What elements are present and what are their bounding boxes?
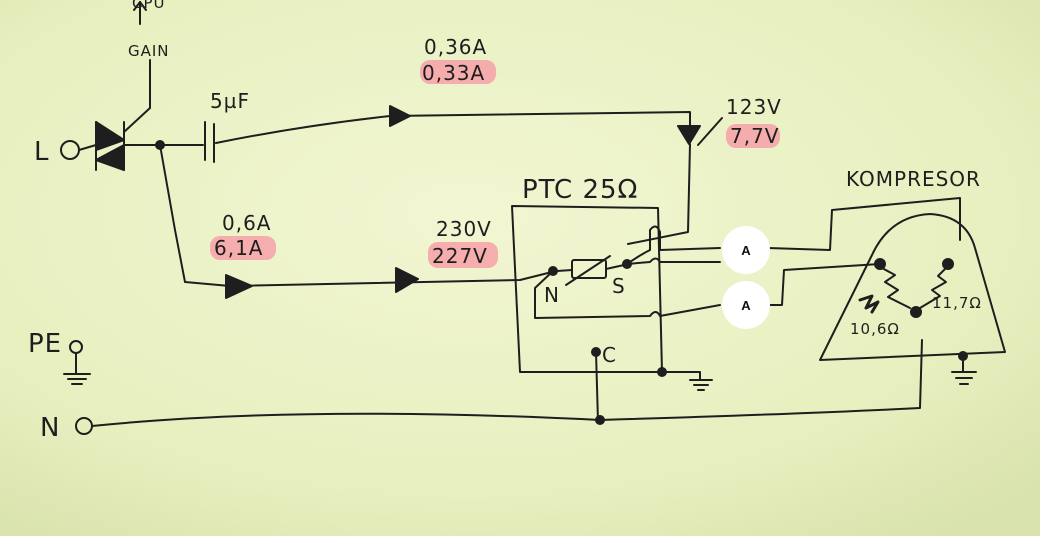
cpu-label: CPU — [132, 0, 166, 12]
pe-label: PE — [28, 329, 62, 359]
ptc-s-label: S — [612, 274, 626, 298]
gain-arrow — [133, 1, 147, 25]
winding-left-label: 10,6Ω — [850, 320, 900, 338]
triac-symbol — [95, 59, 161, 171]
top-probe-marker — [389, 105, 411, 127]
bottom-left-probe-marker — [225, 274, 253, 299]
bottom-voltage-original: 230V — [436, 217, 492, 241]
bottom-current-measured: 6,1A — [214, 236, 264, 260]
ptc-label: PTC 25Ω — [522, 175, 638, 205]
ptc-c-label: C — [602, 343, 617, 367]
top-current-original: 0,36A — [424, 35, 487, 59]
bottom-voltage-measured: 227V — [432, 244, 488, 268]
highlight-bottom-voltage — [428, 242, 498, 268]
gain-label: GAIN — [128, 42, 170, 60]
bottom-wire — [159, 144, 553, 287]
bottom-right-probe-marker — [395, 267, 419, 293]
highlight-bottom-current — [210, 236, 276, 260]
bottom-current-original: 0,6A — [222, 211, 272, 235]
top-right-probe-marker — [677, 117, 723, 146]
capacitor-label: 5µF — [210, 89, 250, 113]
meter-2-wire — [767, 263, 881, 306]
ammeter-2-label: A — [741, 298, 751, 313]
ammeter-1: A — [722, 226, 770, 274]
pe-ground-symbol — [63, 340, 91, 385]
meter-1-wire — [767, 197, 961, 251]
capacitor-symbol — [159, 121, 215, 163]
top-current-measured: 0,33A — [422, 61, 485, 85]
line-terminal — [60, 140, 97, 160]
neutral-wire — [75, 339, 923, 435]
ammeter-1-label: A — [741, 243, 751, 258]
ptc-n-label: N — [544, 283, 560, 307]
compressor-label: KOMPRESOR — [846, 167, 981, 191]
highlight-top-voltage — [726, 124, 780, 148]
winding-right-label: 11,7Ω — [932, 294, 982, 312]
top-voltage-original: 123V — [726, 95, 782, 119]
neutral-label: N — [40, 413, 60, 443]
highlight-top-current — [420, 60, 496, 84]
top-voltage-measured: 7,7V — [730, 124, 780, 148]
top-to-ptc-wire — [627, 143, 691, 245]
ptc-box — [511, 205, 721, 423]
line-label: L — [34, 137, 50, 167]
compressor-symbol — [819, 213, 1006, 385]
ammeter-2: A — [722, 281, 770, 329]
